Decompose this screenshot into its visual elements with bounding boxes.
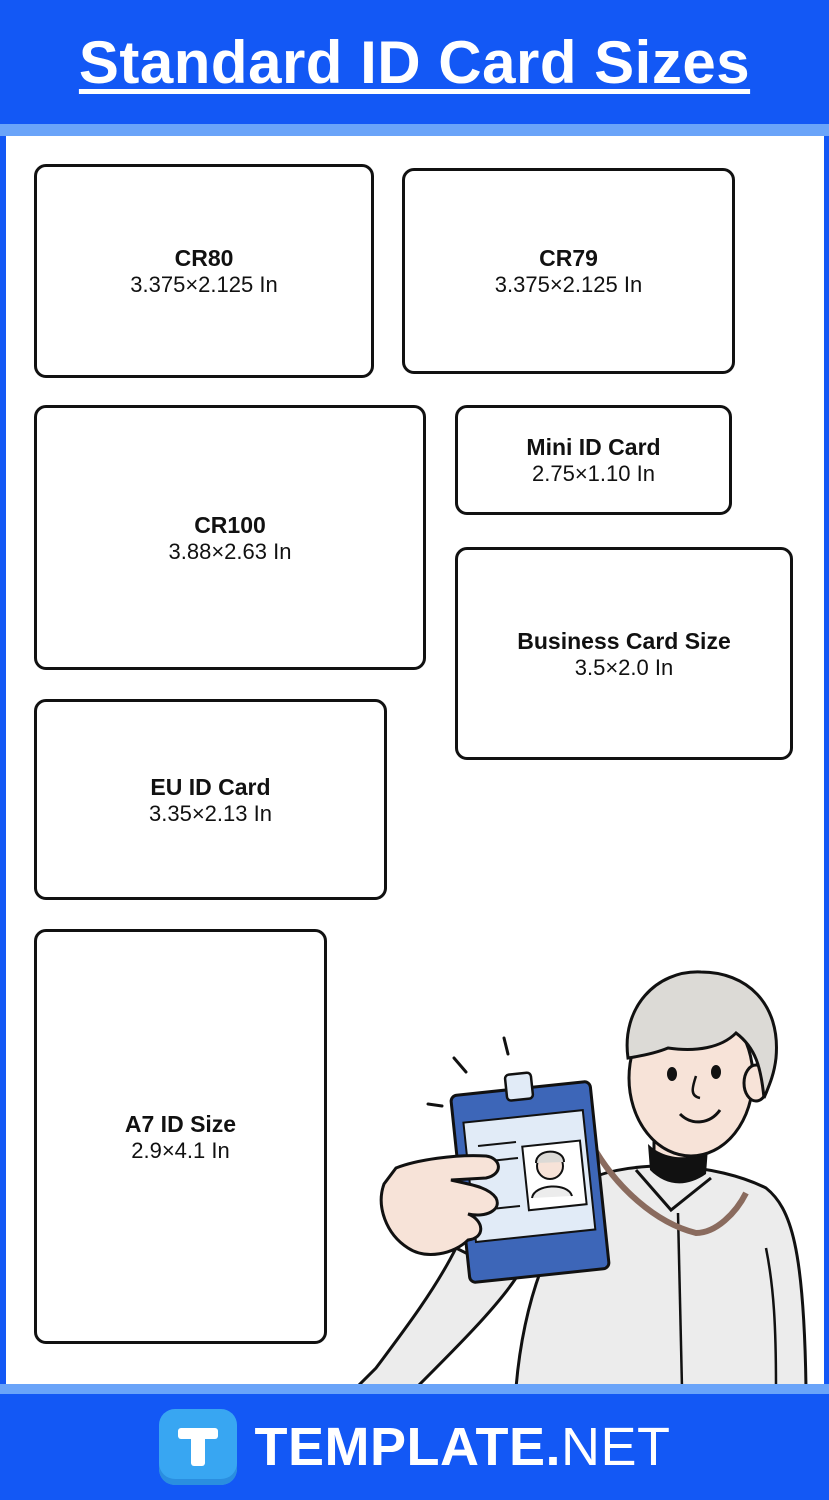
card-name: Mini ID Card: [526, 434, 661, 460]
brand-main: TEMPLATE: [254, 1417, 546, 1477]
card-name: CR80: [174, 245, 234, 271]
card-cr80: CR80 3.375×2.125 In: [34, 164, 374, 378]
hair: [625, 970, 778, 1099]
card-mini-id: Mini ID Card 2.75×1.10 In: [455, 405, 732, 515]
footer: TEMPLATE.NET: [0, 1394, 829, 1500]
card-size: 3.35×2.13 In: [149, 800, 272, 826]
brand-tld: NET: [561, 1417, 671, 1477]
card-size: 2.9×4.1 In: [131, 1137, 230, 1163]
card-size: 3.88×2.63 In: [168, 538, 292, 564]
card-name: CR79: [539, 245, 598, 271]
card-size: 3.375×2.125 In: [130, 272, 278, 297]
card-a7: A7 ID Size 2.9×4.1 In: [34, 929, 327, 1344]
card-size: 3.5×2.0 In: [574, 654, 674, 680]
header: Standard ID Card Sizes: [0, 0, 829, 124]
content-panel: CR80 3.375×2.125 In CR79 3.375×2.125 In …: [6, 136, 824, 1386]
brand-name: TEMPLATE.NET: [255, 1416, 671, 1478]
card-name: EU ID Card: [150, 773, 271, 800]
card-size: 2.75×1.10 In: [532, 461, 655, 486]
card-name: CR100: [194, 511, 266, 538]
header-divider: [0, 124, 829, 136]
brand-logo: [158, 1409, 237, 1485]
page-title: Standard ID Card Sizes: [78, 28, 751, 96]
card-size: 3.375×2.125 In: [494, 272, 643, 297]
t-logo-icon: [177, 1428, 218, 1466]
hand: [379, 1154, 500, 1256]
person-holding-id-illustration: [355, 970, 808, 1386]
card-name: A7 ID Size: [124, 1110, 237, 1137]
card-business: Business Card Size 3.5×2.0 In: [455, 547, 793, 760]
card-eu-id: EU ID Card 3.35×2.13 In: [34, 699, 387, 900]
card-cr100: CR100 3.88×2.63 In: [34, 405, 426, 670]
footer-divider: [0, 1384, 829, 1394]
lanyard: [588, 1141, 749, 1237]
brand-dot: .: [545, 1417, 561, 1477]
id-badge: [449, 1071, 611, 1284]
card-cr79: CR79 3.375×2.125 In: [402, 168, 735, 374]
card-name: Business Card Size: [517, 627, 731, 654]
